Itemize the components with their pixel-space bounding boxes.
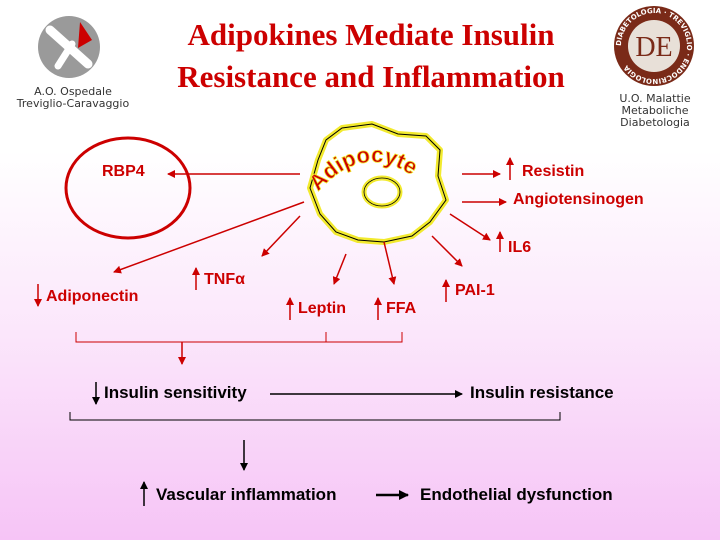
pai1-label: PAI-1	[455, 282, 495, 299]
arrow-to-pai1	[431, 235, 463, 267]
vascular-inflammation-label: Vascular inflammation	[156, 485, 337, 504]
tnf-alpha-label: TNFα	[204, 271, 245, 288]
arrow-to-il6	[449, 213, 491, 241]
hospital-name-line2: Treviglio-Caravaggio	[16, 97, 130, 110]
il6-label: IL6	[508, 239, 532, 256]
resistin-label: Resistin	[522, 163, 585, 180]
arrow-to-adiponectin	[113, 201, 305, 274]
title-line2: Resistance and Inflammation	[177, 59, 565, 94]
insulin-sensitivity-label: Insulin sensitivity	[104, 383, 247, 402]
hospital-name-line1: A.O. Ospedale	[34, 85, 112, 98]
mediators-bracket	[75, 332, 403, 343]
unit-name-line3: Diabetologia	[620, 116, 690, 129]
arrow-to-tnf	[261, 215, 301, 257]
endothelial-dysfunction-label: Endothelial dysfunction	[420, 485, 613, 504]
leptin-label: Leptin	[298, 300, 346, 317]
rbp4-ellipse	[64, 136, 192, 240]
arrow-to-leptin	[332, 253, 347, 285]
adiponectin-label: Adiponectin	[46, 288, 139, 305]
insulin-resistance-label: Insulin resistance	[470, 383, 614, 402]
diabetology-logo: DIABETOLOGIA · TREVIGLIO · ENDOCRINOLOGI…	[614, 6, 694, 86]
arrow-to-ffa	[383, 241, 397, 285]
page-title: Adipokines Mediate Insulin Resistance an…	[138, 14, 604, 98]
insulin-bracket	[69, 412, 561, 421]
logo-emblem: DE	[635, 32, 672, 63]
angiotensinogen-label: Angiotensinogen	[513, 191, 644, 208]
rbp4-label: RBP4	[102, 163, 145, 180]
hospital-logo	[38, 16, 100, 78]
unit-name-line2: Metaboliche	[621, 104, 689, 117]
title-line1: Adipokines Mediate Insulin	[187, 17, 555, 52]
ffa-label: FFA	[386, 300, 417, 317]
unit-name-line1: U.O. Malattie	[619, 92, 691, 105]
